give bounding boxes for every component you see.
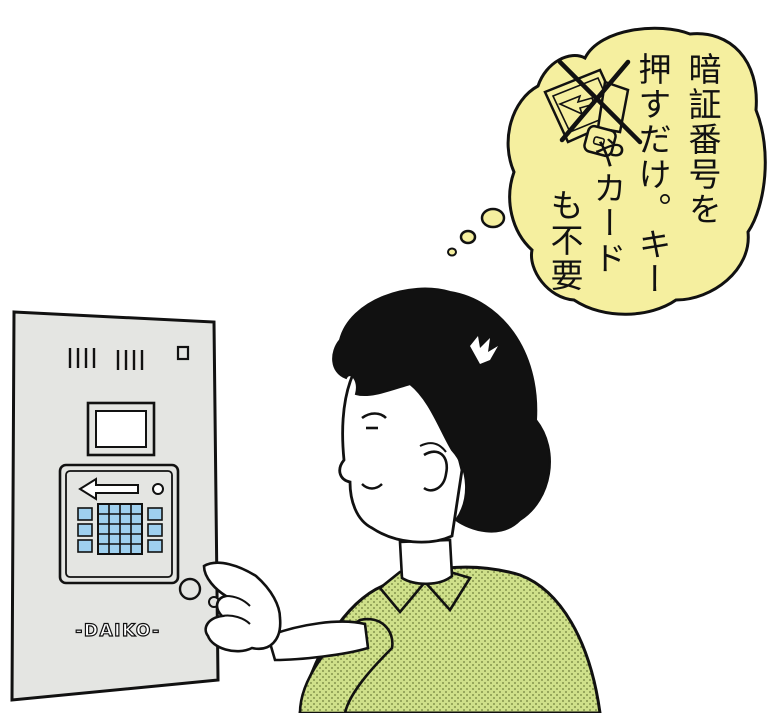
bubble-dot-small xyxy=(447,247,457,257)
status-led xyxy=(152,483,164,495)
keypad-side-button[interactable] xyxy=(147,507,163,521)
woman-figure xyxy=(202,287,602,713)
cross-out-mark xyxy=(557,59,643,145)
svg-text:-DAIKO-: -DAIKO- xyxy=(75,621,160,641)
speaker-grille xyxy=(68,348,144,370)
keypad-side-button[interactable] xyxy=(77,523,93,537)
keypad-side-button[interactable] xyxy=(77,507,93,521)
call-button[interactable] xyxy=(178,577,202,601)
thought-text-line-2: 押すだけ。キー xyxy=(633,52,672,297)
bubble-dot-large xyxy=(480,207,506,229)
keypad-grid[interactable] xyxy=(97,503,143,555)
intercom-panel: -DAIKO- xyxy=(10,310,220,702)
thought-text-line-4: も不要 xyxy=(545,188,584,293)
thought-bubble xyxy=(447,26,767,316)
indicator-light xyxy=(176,345,190,361)
bubble-dot-medium xyxy=(459,229,477,245)
brand-logo: -DAIKO- xyxy=(75,620,160,641)
keypad-module xyxy=(58,463,180,585)
keypad-side-button[interactable] xyxy=(77,539,93,553)
thought-text-line-1: 暗証番号を xyxy=(683,52,722,227)
keypad-side-button[interactable] xyxy=(147,539,163,553)
pointing-hand xyxy=(202,561,282,653)
keypad-side-button[interactable] xyxy=(147,523,163,537)
left-arrow-icon xyxy=(78,477,139,501)
thought-text-line-3: やカード xyxy=(588,136,627,276)
